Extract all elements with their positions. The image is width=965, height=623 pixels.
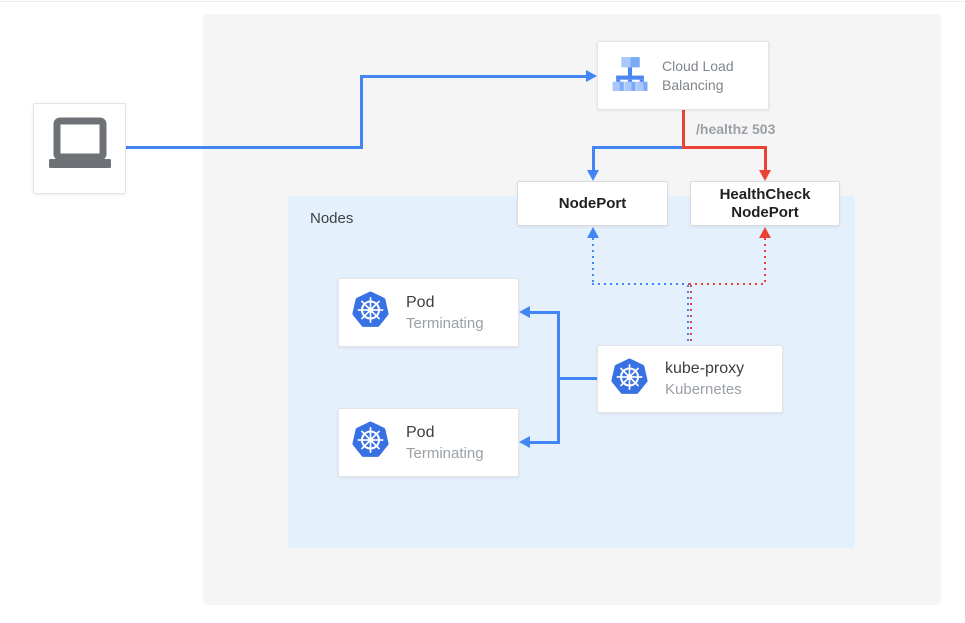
top-divider: [0, 1, 965, 2]
nodeport-label: NodePort: [558, 194, 627, 212]
nodes-panel-label: Nodes: [310, 210, 354, 227]
kubernetes-icon: [352, 421, 389, 464]
arrowhead-dotted-into-nodeport: [587, 227, 599, 238]
pod-title: Pod: [406, 293, 435, 311]
pod-node-2: Pod Terminating: [338, 408, 519, 477]
edge-dotted-red-h: [689, 283, 767, 285]
edge-dotted-kubeproxy-blue: [687, 285, 689, 345]
healthz-503-label: /healthz 503: [696, 121, 776, 137]
edge-split-blue-h: [592, 146, 682, 149]
arrowhead-into-lb: [586, 70, 597, 82]
load-balancer-icon: [611, 54, 649, 97]
edge-client-to-lb-h1: [126, 146, 363, 149]
kube-proxy-node: kube-proxy Kubernetes: [597, 345, 783, 413]
edge-client-to-lb-v: [360, 75, 363, 149]
arrowhead-into-pod2: [519, 436, 530, 448]
edge-dotted-blue-h: [592, 283, 689, 285]
pod-status: Terminating: [406, 314, 484, 332]
kube-proxy-labels: kube-proxy Kubernetes: [665, 358, 744, 400]
edge-pods-spine: [557, 311, 560, 444]
edge-dotted-blue-v: [592, 238, 594, 283]
pod-labels: Pod Terminating: [406, 292, 484, 334]
kubernetes-icon: [611, 358, 648, 401]
arrowhead-dotted-into-healthcheck: [759, 227, 771, 238]
edge-kubeproxy-stub: [557, 377, 598, 380]
edge-into-pod1: [529, 311, 559, 314]
healthcheck-nodeport-node: HealthCheck NodePort: [690, 181, 840, 226]
cloud-load-balancing-label: Cloud Load Balancing: [662, 57, 734, 93]
nodeport-node: NodePort: [517, 181, 668, 226]
edge-dotted-red-v: [764, 238, 766, 283]
kube-proxy-subtitle: Kubernetes: [665, 381, 742, 398]
edge-lb-drop-red: [682, 110, 685, 149]
edge-dotted-kubeproxy-red: [690, 285, 692, 345]
pod-status: Terminating: [406, 444, 484, 462]
arrowhead-into-nodeport: [587, 170, 599, 181]
pod-title: Pod: [406, 423, 435, 441]
pod-node-1: Pod Terminating: [338, 278, 519, 347]
healthcheck-nodeport-label: HealthCheck NodePort: [719, 185, 811, 221]
edge-split-red-h: [682, 146, 767, 149]
client-node: [33, 103, 126, 194]
laptop-icon: [48, 117, 111, 180]
cloud-load-balancing-node: Cloud Load Balancing: [597, 41, 769, 110]
kube-proxy-title: kube-proxy: [665, 360, 745, 377]
edge-into-pod2: [529, 441, 559, 444]
edge-split-blue-v: [592, 146, 595, 170]
arrowhead-into-healthcheck-nodeport: [759, 170, 771, 181]
arrowhead-into-pod1: [519, 306, 530, 318]
edge-split-red-v: [764, 146, 767, 170]
kubernetes-icon: [352, 291, 389, 334]
pod-labels: Pod Terminating: [406, 422, 484, 464]
edge-client-to-lb-h2: [360, 75, 586, 78]
